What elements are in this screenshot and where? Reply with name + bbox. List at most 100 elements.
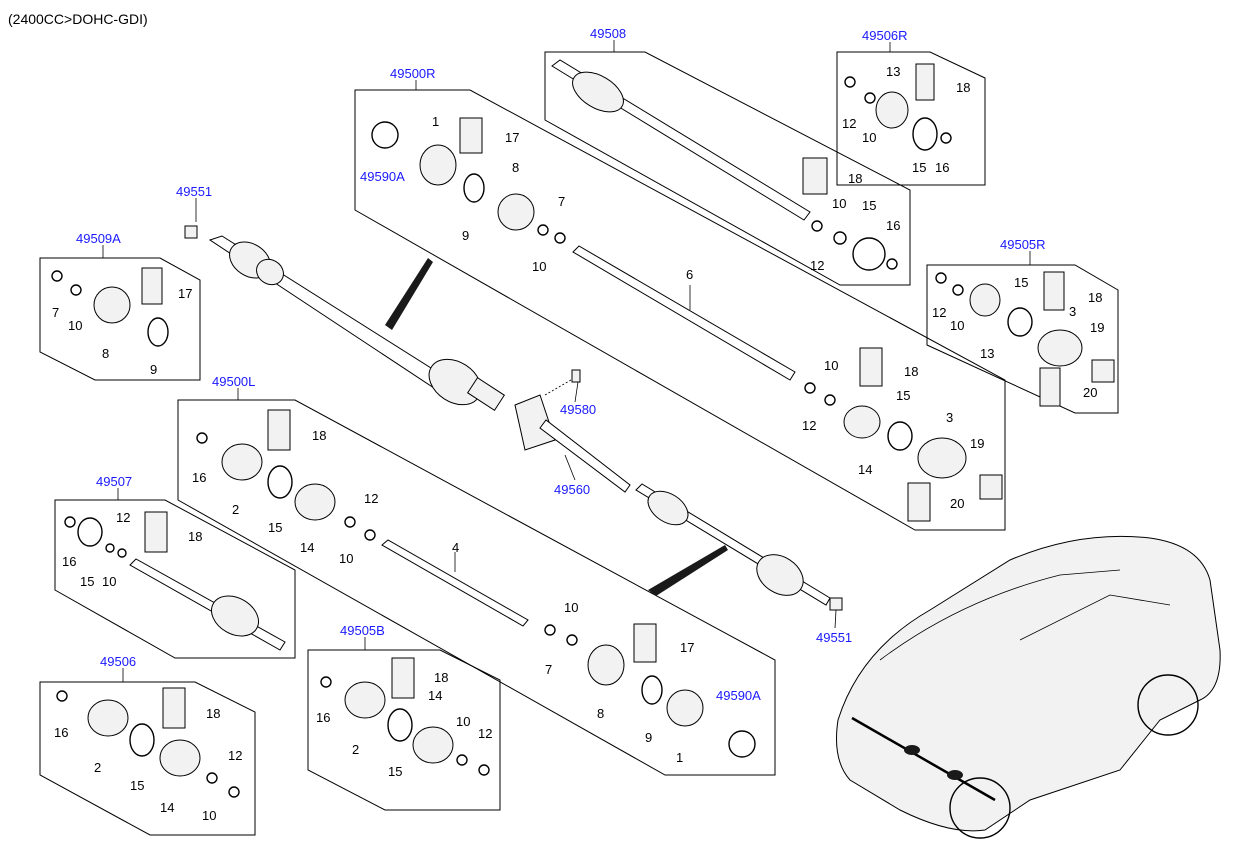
part-label: 18 [434, 670, 448, 685]
leader-lines [102, 40, 1031, 682]
part-label: 15 [862, 198, 876, 213]
part-label: 15 [912, 160, 926, 175]
vehicle-illustration [836, 535, 1221, 839]
part-label: 18 [956, 80, 970, 95]
part-label: 12 [810, 258, 824, 273]
part-label: 15 [268, 520, 282, 535]
component-shapes [51, 63, 1115, 798]
part-label: 12 [802, 418, 816, 433]
part-label: 8 [512, 160, 519, 175]
part-label: 12 [228, 748, 242, 763]
part-label: 14 [428, 688, 442, 703]
part-label: 14 [858, 462, 872, 477]
part-label: 2 [352, 742, 359, 757]
part-numbers: 1 17 8 9 7 10 18 10 15 16 12 13 18 12 10… [52, 64, 1104, 823]
panel-49500R [354, 89, 1006, 531]
part-label: 2 [94, 760, 101, 775]
part-label: 18 [904, 364, 918, 379]
part-label: 8 [102, 346, 109, 361]
ref-49505B[interactable]: 49505B [340, 623, 385, 638]
part-label: 14 [300, 540, 314, 555]
part-label: 14 [160, 800, 174, 815]
part-label: 17 [680, 640, 694, 655]
part-label: 1 [676, 750, 683, 765]
shaft-49507 [129, 558, 286, 651]
part-label: 10 [862, 130, 876, 145]
part-label: 16 [192, 470, 206, 485]
part-label: 18 [206, 706, 220, 721]
ref-49580[interactable]: 49580 [560, 402, 596, 417]
part-label: 15 [388, 764, 402, 779]
ref-49506[interactable]: 49506 [100, 654, 136, 669]
nut-bottom [829, 597, 843, 611]
part-label: 12 [116, 510, 130, 525]
part-label: 18 [312, 428, 326, 443]
part-label: 10 [564, 600, 578, 615]
engine-spec-title: (2400CC>DOHC-GDI) [8, 11, 148, 27]
panel-49505R [926, 264, 1119, 414]
part-label: 9 [462, 228, 469, 243]
part-label: 18 [848, 171, 862, 186]
lower-drive-shaft [635, 483, 843, 611]
part-label: 3 [946, 410, 953, 425]
shaft-4 [381, 539, 529, 627]
shaft-49508 [551, 59, 811, 221]
panel-49509A [39, 257, 201, 381]
panel-49506 [39, 681, 256, 836]
reference-codes: 49508 49506R 49500R 49551 49509A 49505R … [76, 26, 1046, 703]
panel-49508 [544, 51, 911, 286]
part-label: 1 [432, 114, 439, 129]
panel-49507 [54, 499, 296, 659]
part-label: 17 [178, 286, 192, 301]
part-label: 10 [339, 551, 353, 566]
part-label: 10 [824, 358, 838, 373]
part-label: 20 [1083, 385, 1097, 400]
part-label: 7 [52, 305, 59, 320]
ref-49509A[interactable]: 49509A [76, 231, 121, 246]
part-label: 18 [188, 529, 202, 544]
part-label: 4 [452, 540, 459, 555]
ref-49560[interactable]: 49560 [554, 482, 590, 497]
part-label: 16 [54, 725, 68, 740]
ref-49506R[interactable]: 49506R [862, 28, 908, 43]
part-label: 15 [896, 388, 910, 403]
part-label: 2 [232, 502, 239, 517]
ref-49551-bottom[interactable]: 49551 [816, 630, 852, 645]
ref-49507[interactable]: 49507 [96, 474, 132, 489]
part-label: 17 [505, 130, 519, 145]
part-label: 15 [80, 574, 94, 589]
part-label: 15 [1014, 275, 1028, 290]
part-label: 16 [316, 710, 330, 725]
part-label: 6 [686, 267, 693, 282]
part-label: 10 [456, 714, 470, 729]
bolt-49580 [571, 369, 581, 383]
part-label: 15 [130, 778, 144, 793]
nut-top [184, 225, 198, 239]
part-label: 10 [68, 318, 82, 333]
ref-49590A-bottom[interactable]: 49590A [716, 688, 761, 703]
part-label: 12 [932, 305, 946, 320]
part-label: 10 [532, 259, 546, 274]
ref-49508[interactable]: 49508 [590, 26, 626, 41]
part-label: 13 [980, 346, 994, 361]
panel-49500L [177, 399, 776, 776]
ref-49505R[interactable]: 49505R [1000, 237, 1046, 252]
part-label: 16 [62, 554, 76, 569]
part-label: 3 [1069, 304, 1076, 319]
part-label: 7 [545, 662, 552, 677]
part-label: 12 [364, 491, 378, 506]
part-label: 19 [970, 436, 984, 451]
part-label: 10 [950, 318, 964, 333]
part-label: 13 [886, 64, 900, 79]
part-label: 10 [102, 574, 116, 589]
intermediate-shaft [514, 369, 631, 493]
part-label: 20 [950, 496, 964, 511]
part-label: 7 [558, 194, 565, 209]
ref-49500R[interactable]: 49500R [390, 66, 436, 81]
ref-49590A-top[interactable]: 49590A [360, 169, 405, 184]
ref-49500L[interactable]: 49500L [212, 374, 255, 389]
ref-49551-top[interactable]: 49551 [176, 184, 212, 199]
part-label: 10 [202, 808, 216, 823]
part-label: 8 [597, 706, 604, 721]
